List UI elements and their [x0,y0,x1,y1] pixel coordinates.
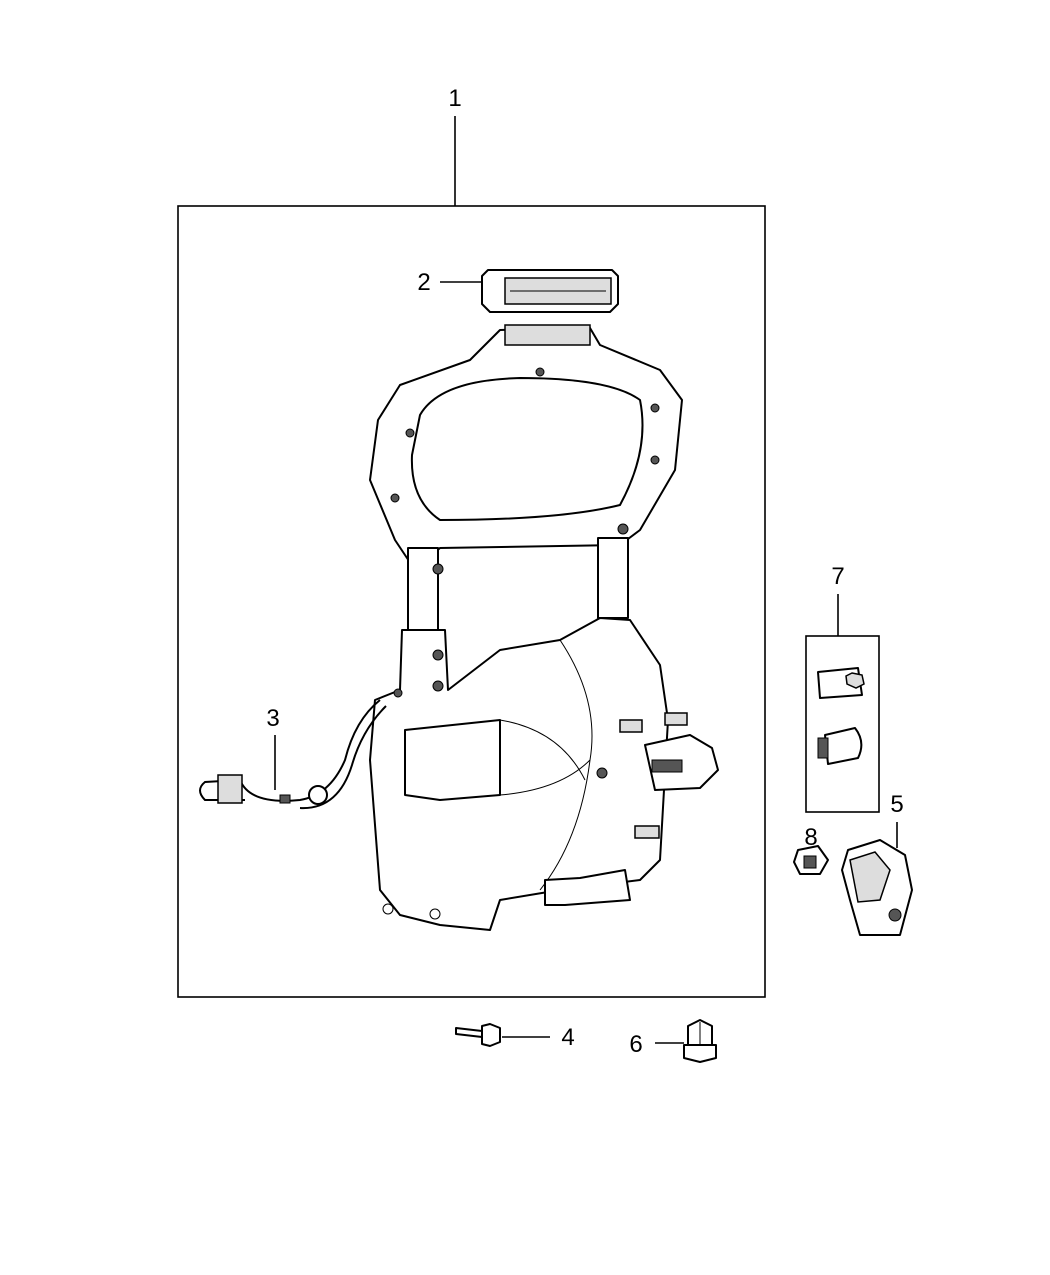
part-4-bolt [455,1023,501,1047]
part-3-wire-harness [199,699,387,810]
frame-bolts [382,367,660,920]
callout-7: 7 [831,563,844,590]
part-8-sensor [793,845,829,875]
studs [596,712,688,839]
callout-6: 6 [629,1031,642,1058]
callout-1: 1 [448,85,461,112]
part-6-lug-nut [683,1019,717,1063]
part-7-caps [817,667,865,765]
part-1-housing [369,324,719,931]
callout-8: 8 [804,824,817,851]
assembly-box [177,205,766,998]
callout-2: 2 [417,269,430,296]
part-5-knob [841,839,913,936]
part-2-lamp [481,269,619,313]
callout-5: 5 [890,791,903,818]
part-7-kit-box [805,635,880,813]
callout-3: 3 [266,705,279,732]
callout-4: 4 [561,1024,574,1051]
